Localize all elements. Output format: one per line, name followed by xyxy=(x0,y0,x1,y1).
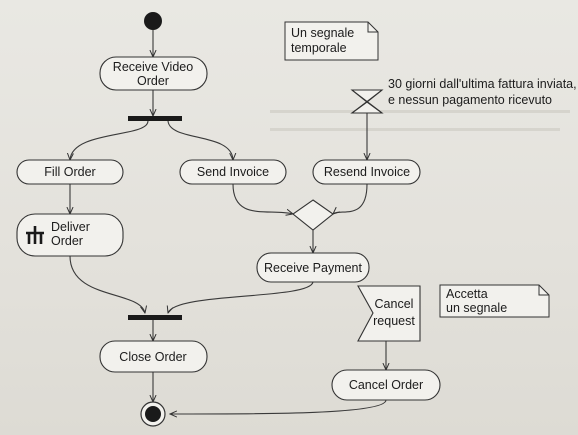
note-accept-signal: Accetta un segnale xyxy=(439,284,550,318)
merge-diamond xyxy=(292,199,334,231)
receive-video-order-line1: Receive Video xyxy=(113,60,193,74)
action-fill-order: Fill Order xyxy=(16,159,124,185)
edge-fork-fill xyxy=(70,120,149,160)
time-event-label-line2: e nessun pagamento ricevuto xyxy=(388,93,552,107)
action-close-order: Close Order xyxy=(99,340,208,373)
initial-node xyxy=(144,12,162,30)
note-accept-signal-line1: Accetta xyxy=(446,287,488,301)
deliver-order-line1: Deliver xyxy=(51,220,90,234)
note-accept-signal-line2: un segnale xyxy=(446,301,507,315)
final-node xyxy=(140,401,166,427)
note-time-signal-line2: temporale xyxy=(291,41,347,55)
action-receive-payment: Receive Payment xyxy=(256,252,370,283)
cancel-request-line2: request xyxy=(373,314,415,328)
edge-resend-merge xyxy=(333,183,368,214)
show-through-line xyxy=(270,110,570,113)
receive-payment-label: Receive Payment xyxy=(264,261,362,275)
edge-fork-send xyxy=(167,120,233,160)
send-invoice-label: Send Invoice xyxy=(197,165,269,179)
time-event-label-line1: 30 giorni dall'ultima fattura inviata, xyxy=(388,77,577,91)
close-order-label: Close Order xyxy=(119,350,186,364)
show-through-line xyxy=(270,128,560,131)
note-time-signal-line1: Un segnale xyxy=(291,26,354,40)
receive-video-order-line2: Order xyxy=(137,74,169,88)
flow-edges xyxy=(70,30,386,414)
resend-invoice-label: Resend Invoice xyxy=(324,165,410,179)
edge-cancel-end xyxy=(170,399,387,414)
action-send-invoice: Send Invoice xyxy=(179,159,287,185)
cancel-request-line1: Cancel xyxy=(375,297,414,311)
action-cancel-order: Cancel Order xyxy=(331,369,441,401)
call-behavior-icon xyxy=(26,226,44,244)
fill-order-label: Fill Order xyxy=(44,165,95,179)
fork-bar xyxy=(128,116,182,121)
note-time-signal: Un segnale temporale xyxy=(284,21,379,61)
deliver-order-line2: Order xyxy=(51,234,83,248)
cancel-order-label: Cancel Order xyxy=(349,378,423,392)
hourglass-icon xyxy=(350,89,384,114)
edge-deliver-join xyxy=(69,255,145,313)
accept-event-cancel-request: Cancel request xyxy=(357,285,421,342)
edge-payment-join xyxy=(168,281,314,313)
action-receive-video-order: Receive Video Order xyxy=(99,56,208,91)
action-resend-invoice: Resend Invoice xyxy=(312,159,421,185)
join-bar xyxy=(128,315,182,320)
action-deliver-order: Deliver Order xyxy=(16,213,124,257)
edge-send-merge xyxy=(232,183,293,214)
